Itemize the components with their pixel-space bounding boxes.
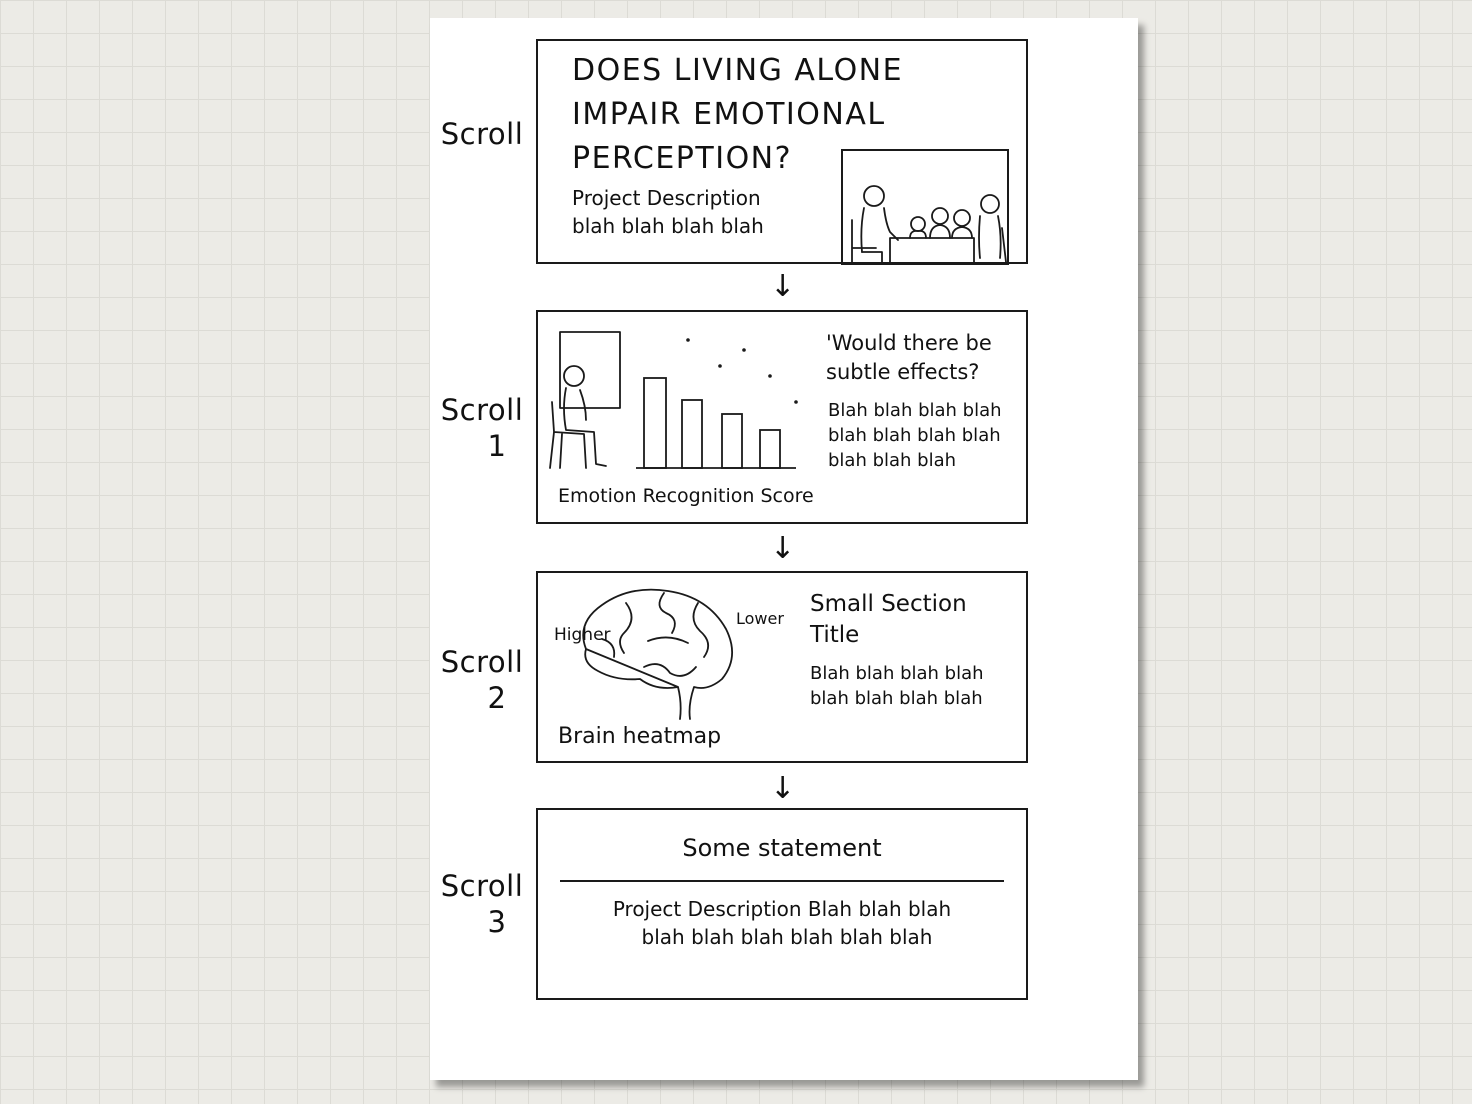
section-title-line-2: Title <box>810 622 860 648</box>
emotion-score-bar-chart <box>636 338 798 469</box>
intro-description-line-2: blah blah blah blah <box>572 214 764 238</box>
panel-1-question-line-1: 'Would there be <box>826 331 992 355</box>
score-bar <box>759 429 781 469</box>
scroll-label-intro: Scroll <box>432 116 532 152</box>
score-bar <box>721 413 743 469</box>
down-arrow-icon: ↓ <box>770 269 796 304</box>
scroll-label-3: Scroll 3 <box>432 868 532 940</box>
panel-2: Higher Lower Brain heatmap Small Section… <box>536 571 1028 763</box>
people-at-table-icon <box>841 149 1009 265</box>
panel-intro: DOES LIVING ALONE IMPAIR EMOTIONAL PERCE… <box>536 39 1028 265</box>
scroll-label-3-number: 3 <box>487 905 507 939</box>
brain-label-lower: Lower <box>736 609 784 628</box>
section-title-line-1: Small Section <box>810 591 967 617</box>
down-arrow-icon: ↓ <box>770 771 796 806</box>
scatter-dot <box>742 348 746 352</box>
panel-3: Some statement Project Description Blah … <box>536 808 1028 1000</box>
hero-title-line-2: IMPAIR EMOTIONAL <box>572 97 886 132</box>
scroll-label-2-word: Scroll <box>440 645 524 679</box>
panel-1-body-line-3: blah blah blah <box>828 450 957 471</box>
hero-title-line-1: DOES LIVING ALONE <box>572 53 904 88</box>
scroll-label-2-number: 2 <box>487 681 507 715</box>
panel-3-description-line-2: blah blah blah blah blah blah <box>641 925 933 949</box>
panel-2-body-line-1: Blah blah blah blah <box>810 663 984 684</box>
paper-sheet: Scroll Scroll 1 Scroll 2 Scroll 3 ↓ ↓ ↓ … <box>430 18 1138 1080</box>
hero-title-line-3: PERCEPTION? <box>572 141 793 176</box>
scatter-dot <box>794 400 798 404</box>
panel-2-body-line-2: blah blah blah blah <box>810 688 983 709</box>
scroll-label-intro-text: Scroll <box>440 117 524 151</box>
score-bar <box>643 377 667 469</box>
statement-heading: Some statement <box>682 834 882 862</box>
brain-caption: Brain heatmap <box>558 724 722 749</box>
chart-caption: Emotion Recognition Score <box>558 485 814 507</box>
scatter-dot <box>768 374 772 378</box>
panel-1-body-line-1: Blah blah blah blah <box>828 400 1002 421</box>
scroll-label-2: Scroll 2 <box>432 644 532 716</box>
scatter-dot <box>718 364 722 368</box>
panel-1-question-line-2: subtle effects? <box>826 360 980 384</box>
brain-label-higher: Higher <box>554 625 611 645</box>
scroll-label-1-word: Scroll <box>440 393 524 427</box>
scroll-label-1: Scroll 1 <box>432 392 532 464</box>
down-arrow-icon: ↓ <box>770 531 796 566</box>
scroll-label-3-word: Scroll <box>440 869 524 903</box>
scroll-label-1-number: 1 <box>487 429 507 463</box>
panel-1: Emotion Recognition Score 'Would there b… <box>536 310 1028 524</box>
panel-3-description-line-1: Project Description Blah blah blah <box>612 897 952 921</box>
score-bar <box>681 399 703 469</box>
intro-description-line-1: Project Description <box>572 186 761 210</box>
seated-person-icon <box>549 331 621 469</box>
scatter-dot <box>686 338 690 342</box>
brain-icon <box>582 588 733 720</box>
panel-1-body-line-2: blah blah blah blah <box>828 425 1001 446</box>
statement-divider <box>560 880 1004 882</box>
